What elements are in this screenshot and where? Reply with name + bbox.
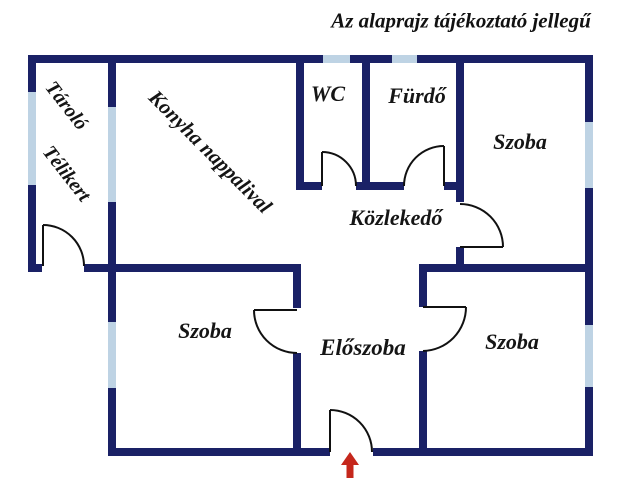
- entrance-arrow-icon: [341, 452, 359, 478]
- wall-segment: [108, 448, 330, 456]
- door-arc-entrance: [329, 409, 373, 453]
- wall-segment: [419, 264, 427, 307]
- wall-segment: [293, 264, 301, 308]
- door-arc-wc: [321, 151, 357, 187]
- window: [28, 92, 36, 185]
- wall-segment: [84, 264, 116, 272]
- window: [392, 55, 417, 63]
- wall-segment: [108, 55, 116, 107]
- room-label-szoba-bottom-right: Szoba: [485, 329, 539, 354]
- room-label-eloszoba: Előszoba: [320, 335, 406, 360]
- plan-title: Az alaprajz tájékoztató jellegű: [331, 8, 591, 33]
- door-arc-room-bottom-right: [422, 306, 467, 352]
- window: [585, 325, 593, 387]
- wall-segment: [419, 264, 593, 272]
- wall-segment: [108, 264, 301, 272]
- wall-segment: [356, 182, 404, 190]
- wall-segment: [350, 55, 392, 63]
- door-arc-bathroom: [403, 145, 445, 187]
- wall-segment: [28, 55, 36, 92]
- wall-segment: [296, 55, 304, 190]
- wall-segment: [362, 55, 370, 190]
- wall-segment: [585, 387, 593, 456]
- wall-segment: [419, 351, 427, 456]
- room-label-wc: WC: [310, 81, 346, 106]
- door-arc-room-bottom-left: [253, 309, 298, 354]
- wall-segment: [417, 55, 593, 63]
- wall-segment: [28, 264, 42, 272]
- window: [585, 122, 593, 188]
- wall-segment: [293, 353, 301, 456]
- window: [108, 322, 116, 388]
- window: [323, 55, 350, 63]
- wall-segment: [373, 448, 593, 456]
- wall-segment: [28, 55, 323, 63]
- room-label-szoba-bottom-left: Szoba: [178, 318, 232, 343]
- room-label-furdo: Fürdő: [388, 83, 446, 108]
- door-arc-wintergarden: [42, 224, 85, 267]
- window: [108, 107, 116, 202]
- wall-segment: [296, 182, 322, 190]
- wall-segment: [456, 247, 464, 272]
- wall-segment: [456, 55, 464, 202]
- wall-segment: [585, 55, 593, 122]
- room-label-kozlekedo: Közlekedő: [349, 205, 443, 230]
- wall-segment: [444, 182, 464, 190]
- room-label-szoba-top-right: Szoba: [493, 129, 547, 154]
- wall-segment: [28, 185, 36, 272]
- door-arc-room-top-right: [459, 203, 504, 248]
- wall-segment: [108, 202, 116, 322]
- wall-segment: [585, 188, 593, 325]
- wall-segment: [108, 388, 116, 456]
